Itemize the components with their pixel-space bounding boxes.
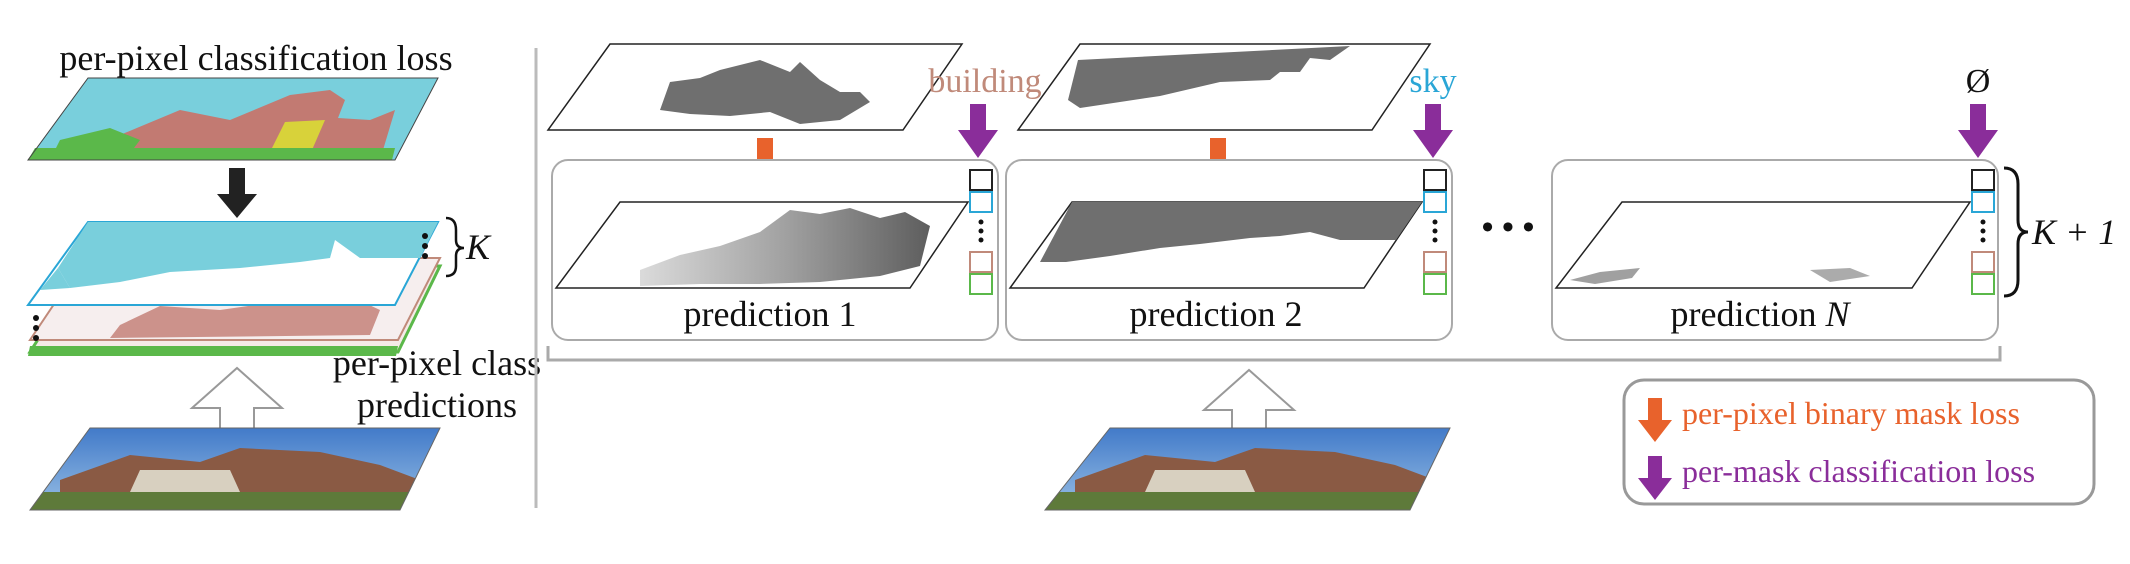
legend-purple-arrow-icon bbox=[1638, 456, 1672, 500]
right-panel: building sky Ø predict bbox=[546, 43, 2116, 511]
left-title: per-pixel classification loss bbox=[59, 38, 452, 78]
prediction-label-2: prediction 2 bbox=[1130, 294, 1303, 334]
prediction-label-n: prediction N bbox=[1671, 294, 1852, 334]
stack-dot bbox=[33, 335, 39, 341]
purple-arrow-1 bbox=[958, 104, 998, 158]
black-arrow-down bbox=[217, 168, 257, 218]
class-vector-n bbox=[1971, 169, 1995, 295]
prediction-ellipsis: • • • bbox=[1482, 209, 1535, 246]
prediction-box-1: prediction 1 bbox=[551, 159, 999, 341]
class-label-empty: Ø bbox=[1966, 63, 1991, 100]
k-brace: K bbox=[445, 216, 492, 278]
class-vector-2 bbox=[1423, 169, 1447, 295]
stack-dot bbox=[422, 233, 428, 239]
class-label-sky: sky bbox=[1409, 63, 1456, 100]
class-predictions-label-line2: predictions bbox=[357, 385, 517, 425]
prediction-label-1: prediction 1 bbox=[684, 294, 857, 334]
predictions-bracket bbox=[546, 346, 2002, 362]
stack-dot bbox=[33, 325, 39, 331]
purple-arrow-2 bbox=[1413, 104, 1453, 158]
legend: per-pixel binary mask loss per-mask clas… bbox=[1622, 378, 2096, 506]
stack-dot bbox=[422, 253, 428, 259]
legend-orange-arrow-icon bbox=[1638, 398, 1672, 442]
mask-plane-top-2 bbox=[1016, 43, 1432, 131]
class-label-building: building bbox=[928, 63, 1041, 100]
legend-mask-classification-loss: per-mask classification loss bbox=[1682, 453, 2035, 489]
segmentation-map bbox=[27, 77, 439, 161]
mask-plane-top-1 bbox=[546, 43, 964, 131]
left-panel: per-pixel classification loss bbox=[26, 38, 541, 511]
class-prediction-stack bbox=[26, 221, 443, 356]
prediction-box-n: prediction N bbox=[1551, 159, 1999, 341]
input-image-right bbox=[1045, 428, 1450, 510]
class-vector-1 bbox=[969, 169, 993, 295]
stack-dot bbox=[422, 243, 428, 249]
k-plus-one-brace: K + 1 bbox=[2003, 166, 2116, 298]
purple-arrow-3 bbox=[1958, 104, 1998, 158]
legend-binary-mask-loss: per-pixel binary mask loss bbox=[1682, 395, 2020, 431]
k-plus-one-label: K + 1 bbox=[2031, 212, 2116, 252]
prediction-box-2: prediction 2 bbox=[1005, 159, 1453, 341]
stack-dot bbox=[33, 315, 39, 321]
class-predictions-label-line1: per-pixel class bbox=[333, 343, 541, 383]
k-label: K bbox=[465, 227, 492, 267]
input-image-left bbox=[30, 428, 440, 510]
